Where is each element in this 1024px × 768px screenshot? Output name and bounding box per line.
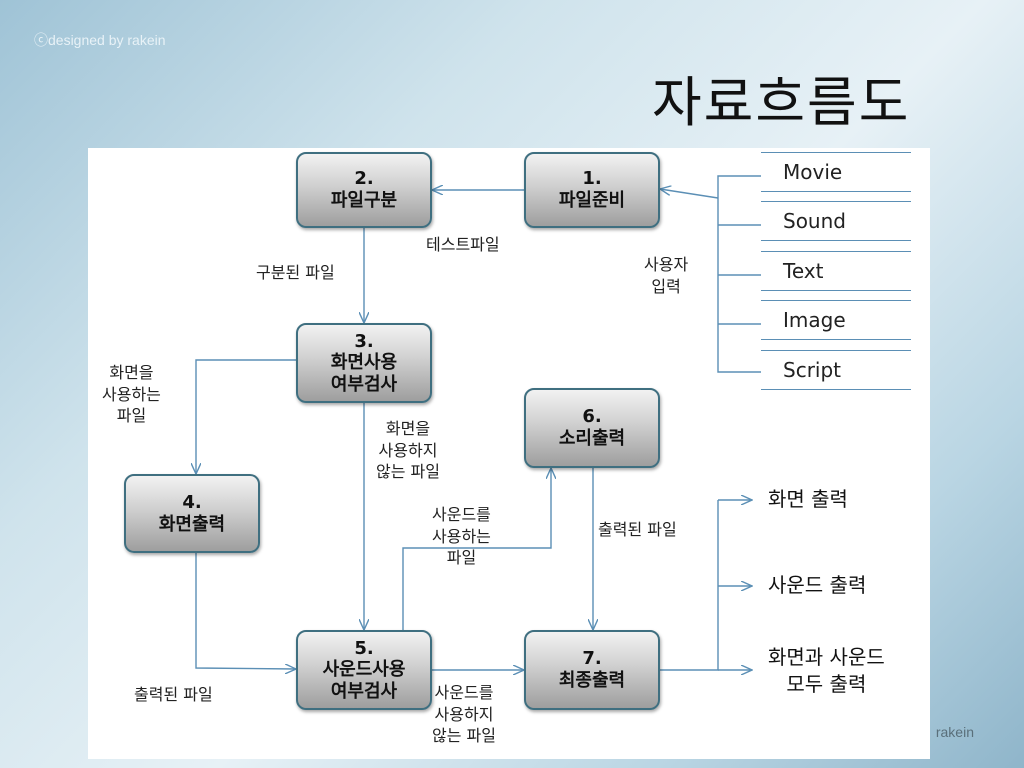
source-sound: Sound [761, 201, 911, 241]
process-2-label: 파일구분 [330, 190, 398, 211]
process-7-number: 7. [582, 648, 602, 670]
process-4-screen-output: 4. 화면출력 [124, 474, 260, 553]
process-2-number: 2. [354, 168, 374, 190]
slide-title: 자료흐름도 [652, 71, 911, 134]
label-screen-not-using-file: 화면을 사용하지 않는 파일 [376, 419, 440, 482]
source-text: Text [761, 251, 911, 291]
watermark-top: ⓒdesigned by rakein [34, 32, 166, 48]
label-user-input: 사용자 입력 [644, 255, 689, 296]
source-script: Script [761, 350, 911, 390]
process-6-sound-output: 6. 소리출력 [524, 388, 660, 468]
process-3-screen-check: 3. 화면사용 여부검사 [296, 323, 432, 403]
dfd-panel: 1. 파일준비 2. 파일구분 3. 화면사용 여부검사 4. 화면출력 5. … [88, 148, 930, 759]
label-sound-not-using-file: 사운드를 사용하지 않는 파일 [432, 683, 496, 746]
process-5-label: 사운드사용 [322, 659, 406, 681]
process-2-file-classify: 2. 파일구분 [296, 152, 432, 228]
process-6-number: 6. [582, 406, 602, 428]
arrow-5-to-6 [402, 468, 551, 630]
arrow-4-to-5 [195, 553, 296, 669]
arrow-input-to-1 [660, 189, 719, 199]
label-screen-using-file: 화면을 사용하는 파일 [102, 363, 161, 426]
sources-bracket [717, 175, 761, 373]
process-7-final-output: 7. 최종출력 [524, 630, 660, 710]
flow-arrows [88, 175, 761, 759]
process-3-label: 화면사용 [330, 352, 398, 374]
process-1-file-prep: 1. 파일준비 [524, 152, 660, 228]
process-5-sound-check: 5. 사운드사용 여부검사 [296, 630, 432, 710]
process-5-number: 5. [354, 637, 374, 659]
process-1-label: 파일준비 [558, 190, 626, 211]
label-output-file-from-4: 출력된 파일 [134, 685, 213, 704]
label-output-file-from-6: 출력된 파일 [598, 520, 677, 539]
label-test-file: 테스트파일 [426, 235, 500, 254]
label-sound-using-file: 사운드를 사용하는 파일 [432, 505, 491, 568]
process-1-number: 1. [582, 168, 602, 190]
process-4-label: 화면출력 [158, 513, 226, 535]
process-4-number: 4. [182, 491, 202, 513]
label-classified-file: 구분된 파일 [256, 263, 335, 282]
process-6-label: 소리출력 [558, 428, 626, 449]
arrow-3-to-4 [196, 359, 296, 474]
source-image: Image [761, 300, 911, 340]
process-3-label-2: 여부검사 [330, 373, 398, 395]
output-sound: 사운드 출력 [768, 573, 867, 597]
output-both: 화면과 사운드 모두 출력 [768, 645, 885, 696]
process-5-label-2: 여부검사 [330, 680, 398, 702]
watermark-bottom: rakein [935, 724, 974, 740]
source-movie: Movie [761, 152, 911, 192]
process-7-label: 최종출력 [558, 670, 626, 691]
process-3-number: 3. [354, 330, 374, 352]
output-screen: 화면 출력 [768, 487, 848, 511]
